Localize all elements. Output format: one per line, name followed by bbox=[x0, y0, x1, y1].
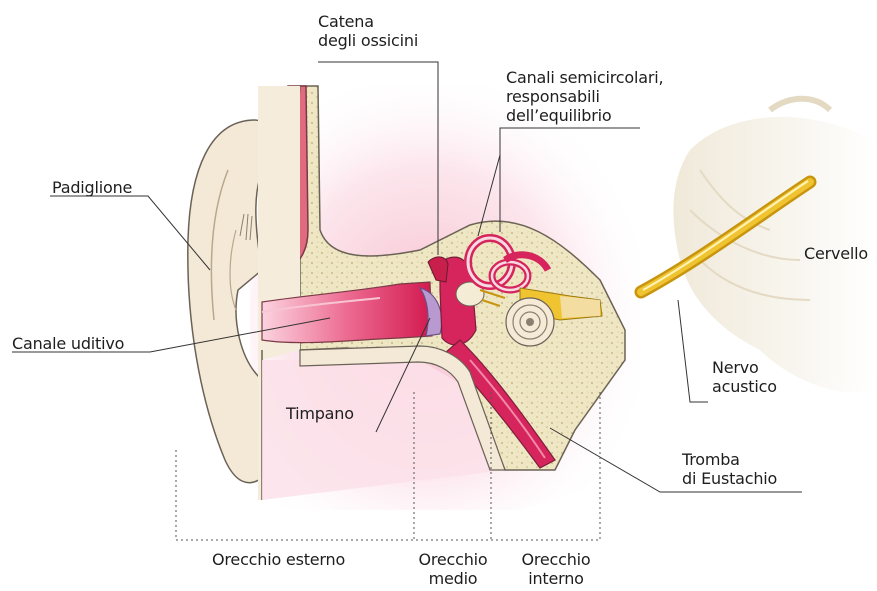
label-canali-semicircolari: Canali semicircolari, responsabili dell’… bbox=[506, 68, 663, 125]
label-nervo-acustico: Nervo acustico bbox=[712, 358, 777, 396]
label-timpano: Timpano bbox=[286, 404, 354, 423]
label-orecchio-medio: Orecchio medio bbox=[414, 550, 492, 588]
label-catena-ossicini: Catena degli ossicini bbox=[318, 12, 418, 50]
cochlea bbox=[506, 298, 554, 346]
label-cervello: Cervello bbox=[804, 244, 868, 263]
label-orecchio-esterno: Orecchio esterno bbox=[212, 550, 345, 569]
label-orecchio-interno: Orecchio interno bbox=[512, 550, 600, 588]
label-canale-uditivo: Canale uditivo bbox=[12, 334, 124, 353]
label-padiglione: Padiglione bbox=[52, 178, 132, 197]
label-tromba-eustachio: Tromba di Eustachio bbox=[682, 450, 777, 488]
